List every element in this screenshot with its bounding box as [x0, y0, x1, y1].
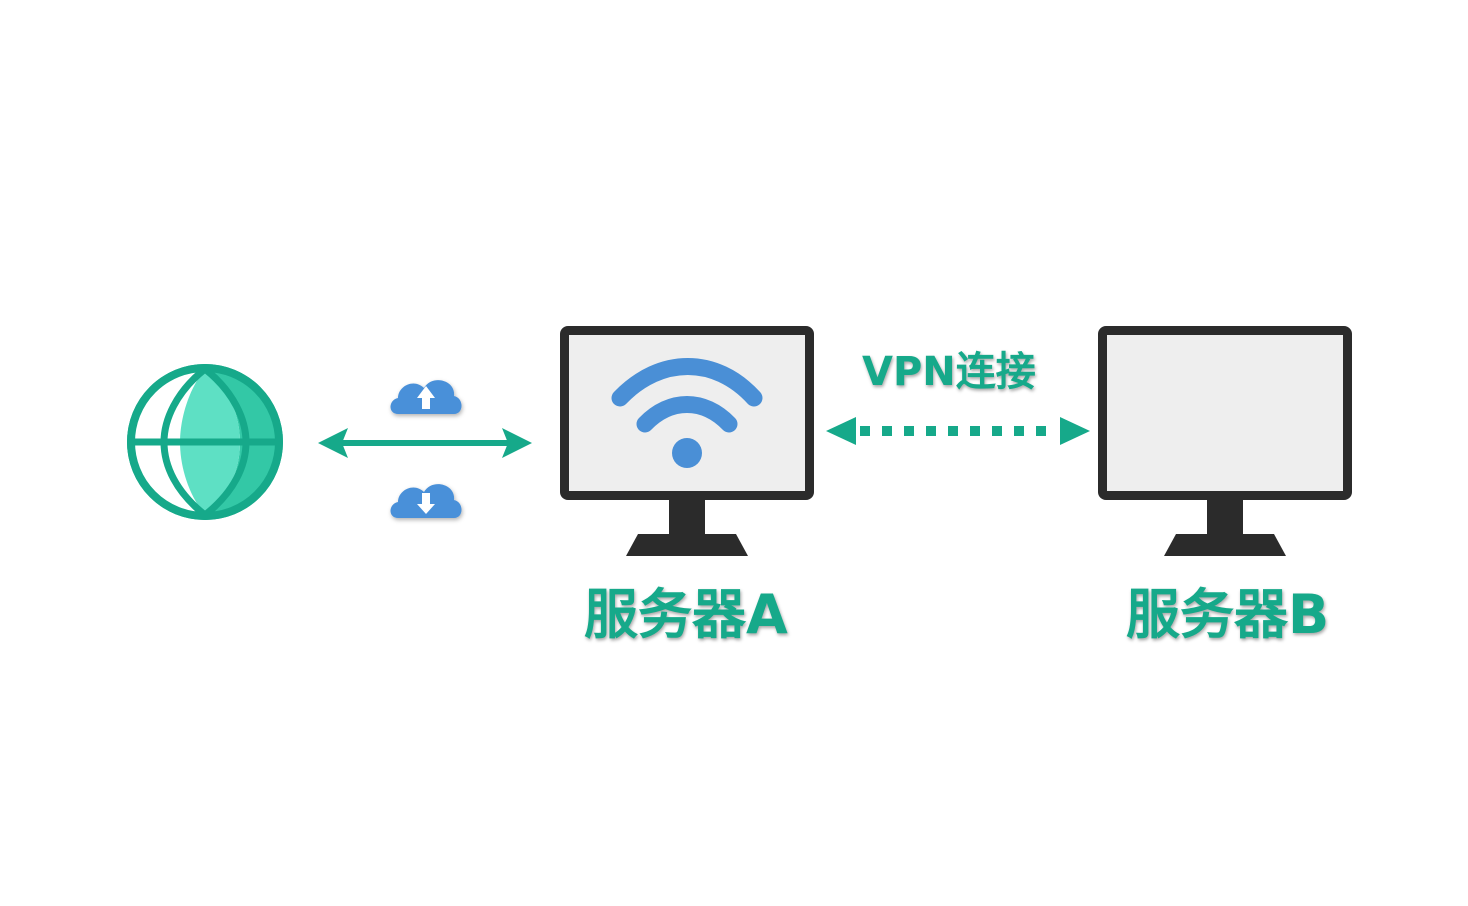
vpn-connection-label: VPN连接 — [862, 349, 1036, 395]
wifi-icon — [611, 358, 763, 468]
cloud-upload-icon — [390, 380, 462, 414]
server-b-label: 服务器B — [1126, 583, 1330, 646]
server-a-label: 服务器A — [584, 583, 788, 646]
vpn-link-arrow — [826, 417, 1090, 445]
globe-icon — [127, 364, 283, 520]
cloud-download-icon — [390, 484, 462, 518]
internet-link-arrow — [318, 428, 532, 458]
server-b-monitor-icon — [1098, 326, 1352, 556]
